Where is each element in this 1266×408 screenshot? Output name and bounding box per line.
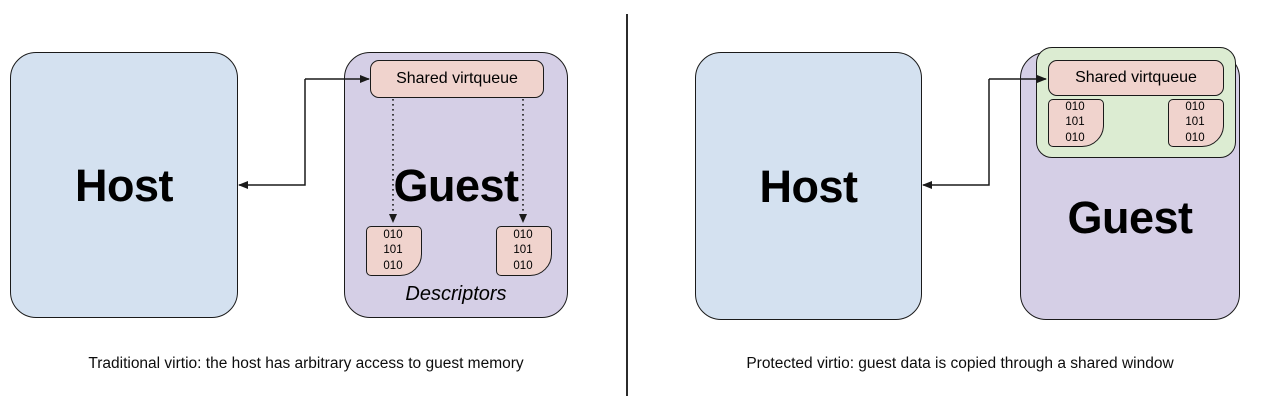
host-label: Host (75, 159, 174, 211)
guest-label: Guest (393, 159, 519, 211)
descriptor-box: 010 101 010 (1048, 99, 1104, 147)
host-label: Host (759, 160, 859, 212)
shared-virtqueue-label: Shared virtqueue (1075, 69, 1197, 86)
host-box-traditional: Host (10, 52, 238, 318)
shared-virtqueue-traditional: Shared virtqueue (370, 60, 544, 98)
host-box-protected: Host (695, 52, 922, 320)
panel-caption-traditional: Traditional virtio: the host has arbitra… (88, 355, 524, 372)
descriptor-line: 010 (1185, 131, 1205, 144)
descriptor-line: 010 (383, 259, 403, 272)
shared-virtqueue-protected: Shared virtqueue (1048, 60, 1224, 96)
descriptor-box: 010 101 010 (496, 226, 552, 276)
descriptor-line: 010 (513, 229, 533, 242)
descriptor-line: 010 (1185, 101, 1205, 114)
shared-virtqueue-label: Shared virtqueue (396, 70, 518, 87)
descriptor-line: 010 (1065, 131, 1085, 144)
descriptor-line: 101 (1065, 116, 1085, 129)
panel-separator (626, 14, 628, 396)
descriptors-caption: Descriptors (405, 283, 507, 305)
guest-label: Guest (1067, 191, 1193, 243)
descriptor-line: 010 (383, 229, 403, 242)
descriptor-line: 101 (383, 244, 403, 257)
descriptor-box: 010 101 010 (1168, 99, 1224, 147)
panel-caption-protected: Protected virtio: guest data is copied t… (746, 355, 1174, 372)
descriptor-line: 101 (513, 244, 533, 257)
descriptor-line: 010 (513, 259, 533, 272)
descriptor-line: 101 (1185, 116, 1205, 129)
descriptor-box: 010 101 010 (366, 226, 422, 276)
descriptor-line: 010 (1065, 101, 1085, 114)
